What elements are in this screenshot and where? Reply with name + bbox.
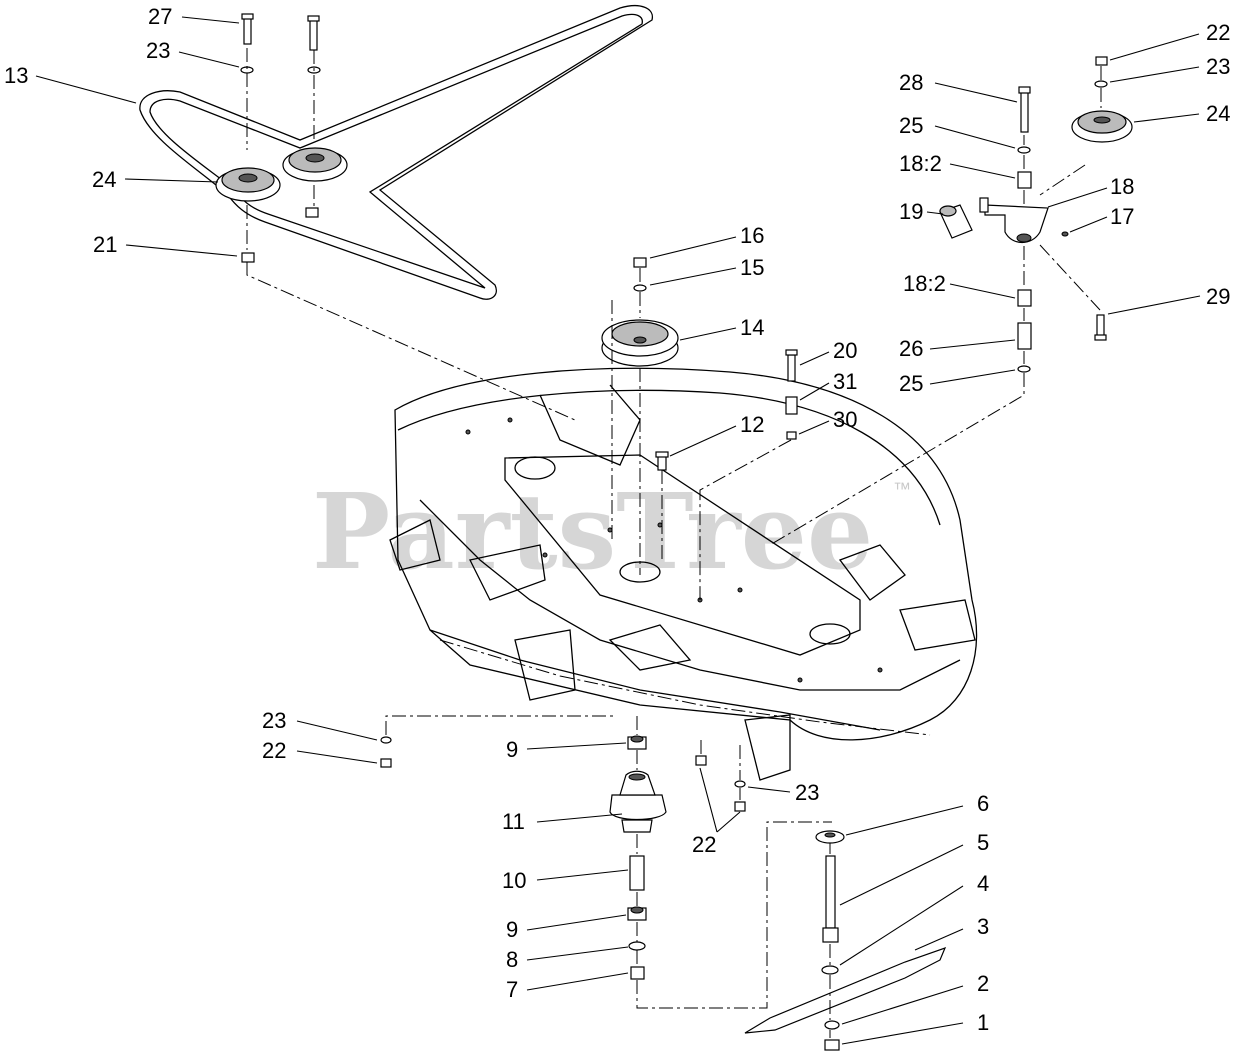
callout-labels: 27 23 13 24 21 16 15 14 20 31 30 12 28 2… bbox=[4, 4, 1230, 1035]
idler-pulley-left-2 bbox=[282, 147, 348, 182]
callout-1: 1 bbox=[977, 1010, 989, 1035]
callout-18-2: 18:2 bbox=[899, 151, 942, 176]
spindle-housing-11 bbox=[609, 770, 667, 833]
callout-24: 24 bbox=[92, 167, 116, 192]
callout-10: 10 bbox=[502, 868, 526, 893]
callout-23: 23 bbox=[795, 780, 819, 805]
bolt-29 bbox=[1094, 314, 1107, 341]
nut-22-mid-right bbox=[734, 801, 746, 812]
nut-1 bbox=[824, 1039, 840, 1051]
nut-16 bbox=[633, 257, 647, 268]
callout-2: 2 bbox=[977, 971, 989, 996]
callout-8: 8 bbox=[506, 947, 518, 972]
callout-25: 25 bbox=[899, 371, 923, 396]
bearing-9-top bbox=[627, 735, 647, 750]
callout-24: 24 bbox=[1206, 101, 1230, 126]
callout-7: 7 bbox=[506, 977, 518, 1002]
washer-23-lower-right bbox=[734, 780, 746, 788]
idler-arm-18 bbox=[979, 197, 1049, 244]
idler-pulley-24-left bbox=[215, 167, 281, 202]
bushing-18-2-top bbox=[1017, 171, 1032, 189]
bolt-27 bbox=[241, 13, 254, 45]
nut-21 bbox=[241, 252, 255, 263]
spacer-10 bbox=[629, 855, 645, 891]
callout-19: 19 bbox=[899, 199, 923, 224]
watermark-text: PartsTree bbox=[312, 470, 873, 593]
callout-13: 13 bbox=[4, 63, 28, 88]
cup-6 bbox=[815, 830, 845, 844]
bolt-12 bbox=[655, 451, 669, 471]
grease-fitting-17 bbox=[1061, 231, 1069, 237]
spacer-31 bbox=[785, 396, 798, 415]
bushing-18-2-bottom bbox=[1017, 289, 1032, 307]
bolt-left-2 bbox=[307, 15, 320, 51]
nut-30 bbox=[786, 431, 797, 440]
callout-6: 6 bbox=[977, 791, 989, 816]
spacer-26 bbox=[1017, 322, 1032, 350]
washer-25-top bbox=[1017, 146, 1031, 154]
callout-9: 9 bbox=[506, 917, 518, 942]
callout-3: 3 bbox=[977, 914, 989, 939]
callout-9: 9 bbox=[506, 737, 518, 762]
mower-deck bbox=[389, 367, 978, 781]
callout-22: 22 bbox=[692, 832, 716, 857]
callout-23: 23 bbox=[1206, 54, 1230, 79]
nut-left bbox=[305, 207, 319, 218]
callout-12: 12 bbox=[740, 412, 764, 437]
callout-30: 30 bbox=[833, 407, 857, 432]
callout-21: 21 bbox=[93, 232, 117, 257]
callout-20: 20 bbox=[833, 338, 857, 363]
callout-25: 25 bbox=[899, 113, 923, 138]
nut-22-top bbox=[1095, 56, 1108, 66]
blade-3 bbox=[744, 946, 947, 1034]
callout-18-2: 18:2 bbox=[903, 271, 946, 296]
watermark-trademark: ™ bbox=[893, 479, 911, 499]
washer-2 bbox=[824, 1020, 840, 1030]
bolt-20 bbox=[785, 349, 798, 382]
washer-23-lower-left bbox=[380, 736, 392, 744]
callout-14: 14 bbox=[740, 315, 764, 340]
callout-29: 29 bbox=[1206, 284, 1230, 309]
snap-ring-8 bbox=[628, 941, 646, 951]
callout-5: 5 bbox=[977, 830, 989, 855]
callout-26: 26 bbox=[899, 336, 923, 361]
callout-15: 15 bbox=[740, 255, 764, 280]
callout-23: 23 bbox=[262, 708, 286, 733]
callout-18: 18 bbox=[1110, 174, 1134, 199]
callout-27: 27 bbox=[148, 4, 172, 29]
callout-17: 17 bbox=[1110, 204, 1134, 229]
washer-23-top-right bbox=[1094, 80, 1108, 88]
idler-pulley-24-right bbox=[1071, 110, 1133, 143]
washer-15 bbox=[633, 284, 647, 292]
belt-13 bbox=[139, 5, 653, 300]
callout-22: 22 bbox=[262, 738, 286, 763]
callout-31: 31 bbox=[833, 369, 857, 394]
callout-16: 16 bbox=[740, 223, 764, 248]
spindle-shaft-5 bbox=[822, 855, 839, 943]
bearing-9-bottom bbox=[627, 906, 647, 921]
callout-23: 23 bbox=[146, 38, 170, 63]
callout-4: 4 bbox=[977, 871, 989, 896]
spindle-pulley-14 bbox=[601, 319, 679, 367]
washer-4 bbox=[821, 965, 839, 975]
nut-22-lower-left bbox=[380, 758, 392, 768]
callout-11: 11 bbox=[502, 809, 525, 834]
nut-22-mid-left bbox=[695, 755, 707, 766]
callout-28: 28 bbox=[899, 70, 923, 95]
bolt-28 bbox=[1018, 86, 1031, 133]
washer-25-bottom bbox=[1017, 365, 1031, 373]
nut-7 bbox=[630, 966, 645, 980]
sleeve-19 bbox=[939, 204, 973, 239]
leader-lines bbox=[35, 16, 1201, 1045]
callout-22: 22 bbox=[1206, 20, 1230, 45]
